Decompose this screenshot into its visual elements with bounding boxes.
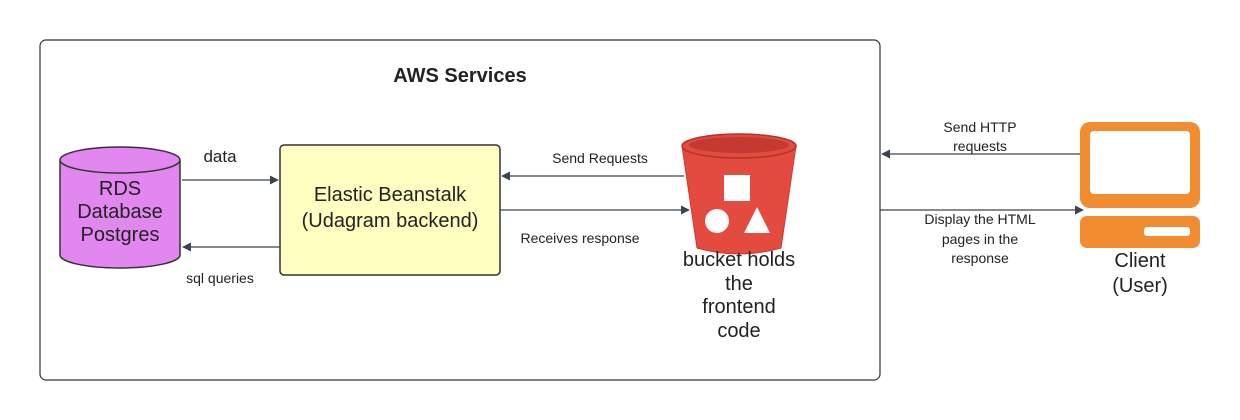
keyboard-base xyxy=(1080,216,1200,248)
rds-cylinder-top xyxy=(59,146,181,174)
bucket-label-line: bucket holds xyxy=(682,249,796,271)
send-http-label-line: requests xyxy=(953,138,1007,154)
edge-label-send-requests: Send Requests xyxy=(552,150,648,166)
send-http-label-line: Send HTTP xyxy=(943,119,1017,135)
beanstalk-label-line: (Udagram backend) xyxy=(301,210,479,232)
rds-cylinder-body xyxy=(59,160,181,269)
display-html-label-line: response xyxy=(951,250,1009,266)
client-label: Client (User) xyxy=(1080,249,1200,299)
rds-label-line: Database xyxy=(77,201,163,223)
bucket-opening xyxy=(689,137,789,153)
edge-label-send-http: Send HTTP requests xyxy=(920,118,1040,156)
circle-shape-icon xyxy=(705,209,729,233)
edge-label-sql-queries: sql queries xyxy=(186,270,254,286)
monitor-screen xyxy=(1090,131,1190,194)
edge-label-receives-response: Receives response xyxy=(520,230,640,246)
edge-label-display-html: Display the HTML pages in the response xyxy=(905,210,1055,269)
rds-label-line: RDS xyxy=(98,178,142,200)
edge-label-data: data xyxy=(203,147,237,166)
elastic-beanstalk-label: Elastic Beanstalk (Udagram backend) xyxy=(280,182,500,234)
client-label-line: (User) xyxy=(1112,275,1168,297)
bucket-label-line: frontend xyxy=(702,296,776,318)
s3-bucket-icon xyxy=(681,133,797,255)
bucket-label: bucket holds the frontend code xyxy=(669,249,809,343)
display-html-label-line: Display the HTML xyxy=(924,211,1036,227)
bucket-label-line: the xyxy=(725,272,753,295)
disk-slot xyxy=(1144,227,1190,236)
rds-database-cylinder xyxy=(59,146,181,269)
rds-label-line: Postgres xyxy=(80,224,160,246)
triangle-shape-icon xyxy=(744,207,770,233)
square-shape-icon xyxy=(724,175,750,201)
beanstalk-label-line: Elastic Beanstalk xyxy=(313,184,467,206)
client-label-line: Client xyxy=(1114,250,1166,272)
bucket-label-line: code xyxy=(717,319,761,342)
client-computer-icon xyxy=(1080,122,1200,248)
rds-label: RDS Database Postgres xyxy=(60,178,180,247)
aws-services-title: AWS Services xyxy=(393,65,527,87)
display-html-label-line: pages in the xyxy=(941,230,1019,247)
